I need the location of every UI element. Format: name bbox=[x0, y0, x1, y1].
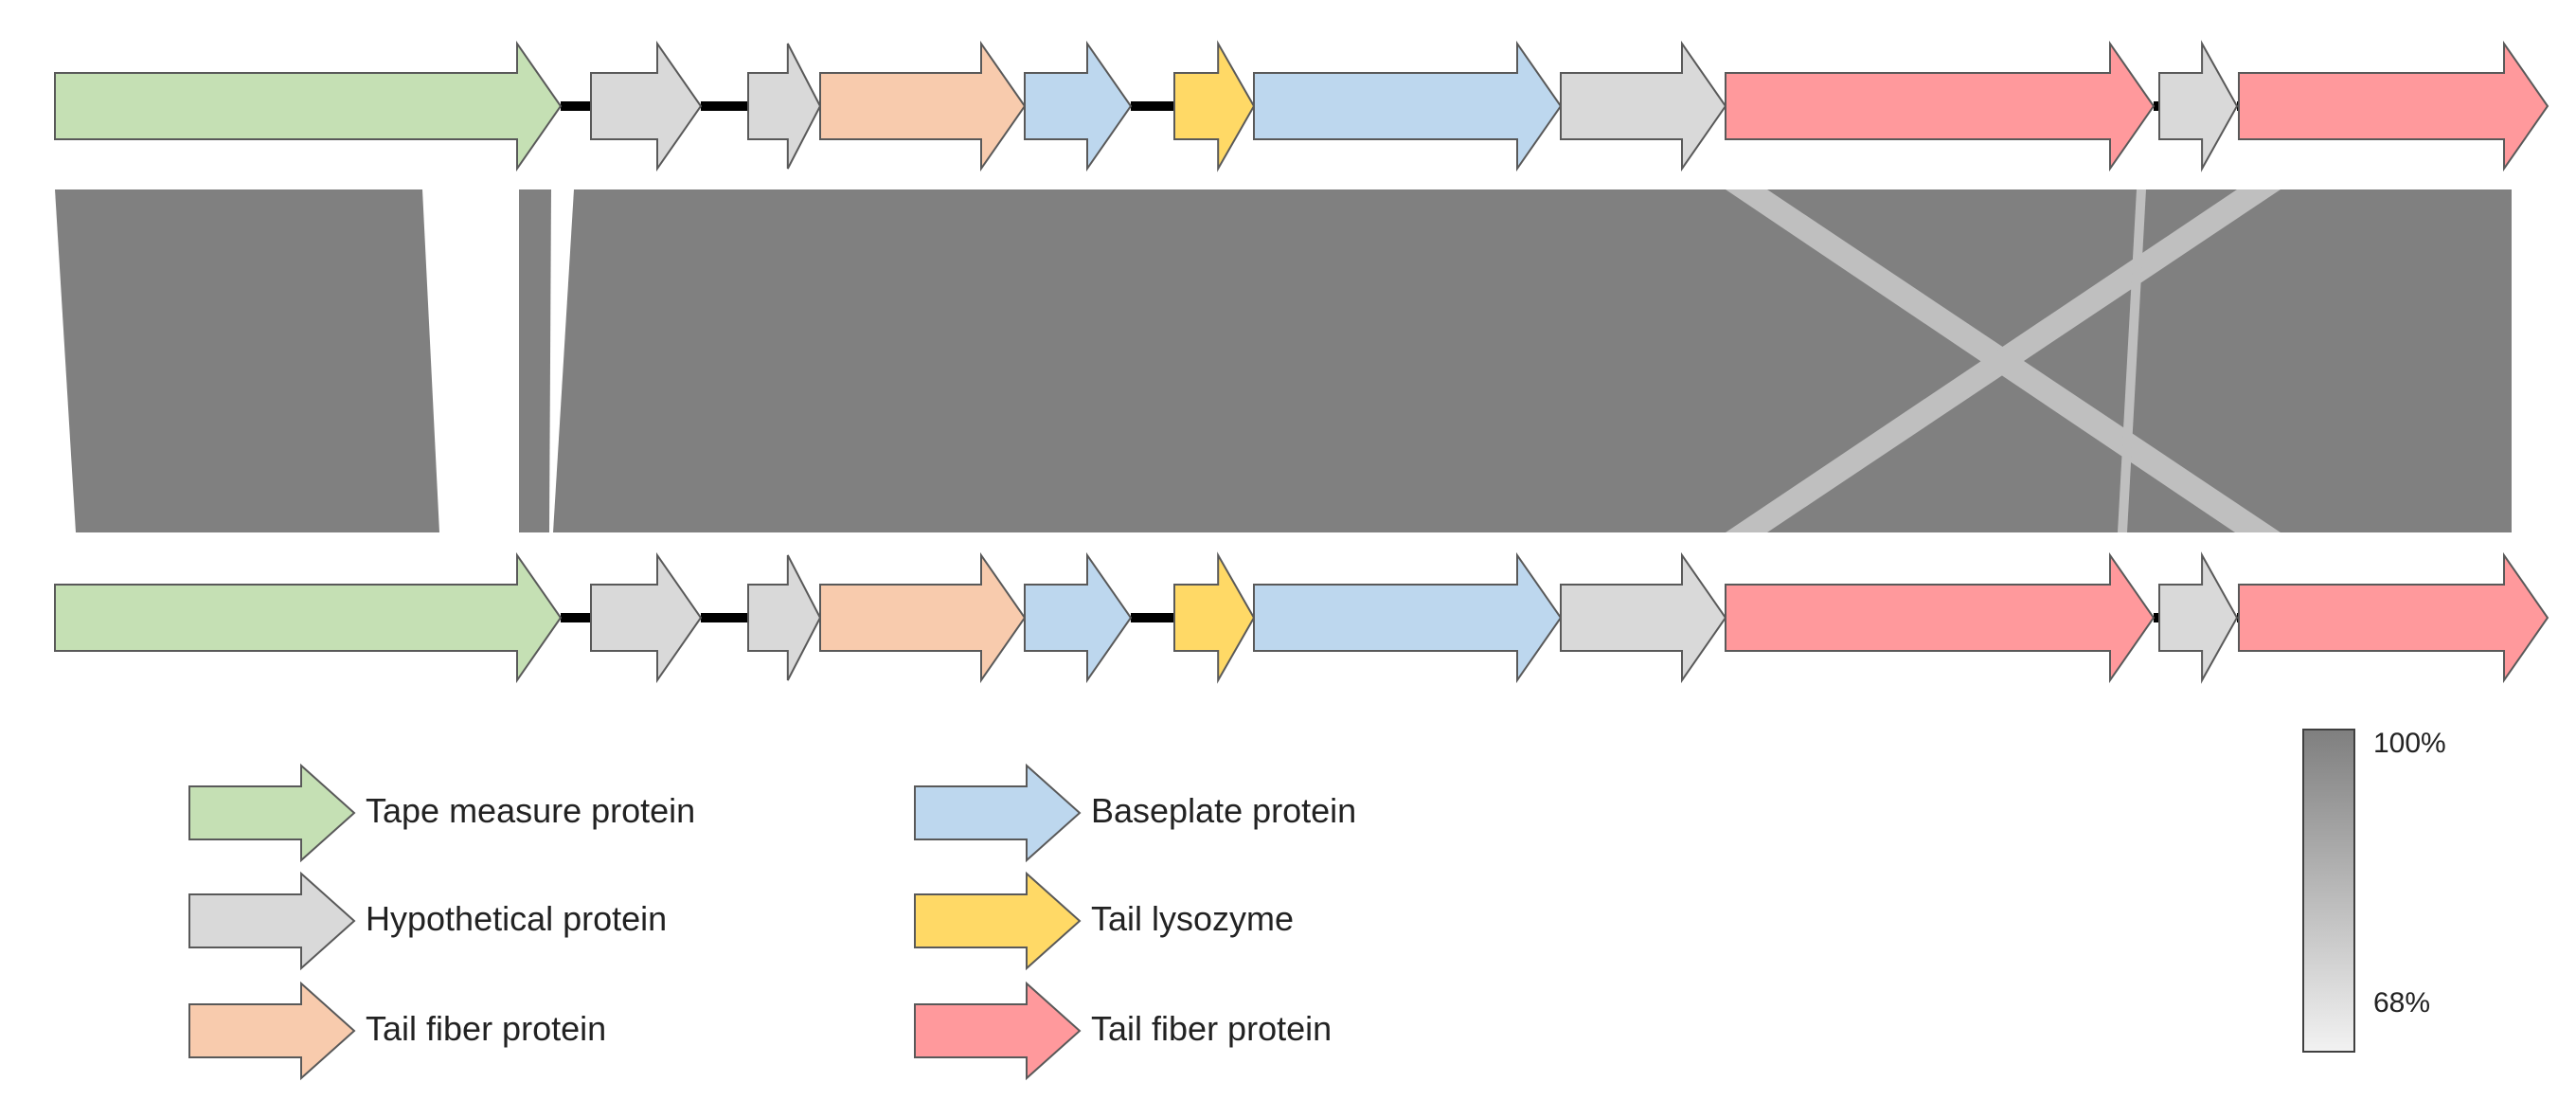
synteny-block-2 bbox=[519, 189, 549, 532]
top-gene-arrow-2 bbox=[590, 40, 703, 172]
top-gene-arrow-4 bbox=[819, 40, 1027, 172]
top-gene-arrow-10 bbox=[2158, 40, 2239, 172]
bottom-gene-arrow-7 bbox=[1253, 551, 1563, 684]
synteny-blocks bbox=[55, 186, 2517, 536]
bottom-gene-arrow-8 bbox=[1560, 551, 1727, 684]
bottom-gene-arrow-3 bbox=[747, 554, 822, 681]
top-gene-arrow-5 bbox=[1024, 40, 1133, 172]
inverted-synteny-band-2 bbox=[1726, 189, 2281, 532]
legend-label-tail-lysozyme: Tail lysozyme bbox=[1091, 899, 1295, 938]
identity-scale-max-label: 100% bbox=[2373, 728, 2446, 759]
bottom-genome-track bbox=[54, 551, 2549, 684]
legend-label-baseplate: Baseplate protein bbox=[1091, 791, 1357, 830]
legend-swatch-tail-fiber-red bbox=[914, 981, 1082, 1081]
identity-scale-bar bbox=[2302, 729, 2355, 1053]
top-gene-arrow-9 bbox=[1725, 40, 2156, 172]
top-gene-arrow-6 bbox=[1173, 40, 1256, 172]
legend-label-tape-measure: Tape measure protein bbox=[366, 791, 696, 830]
top-gene-arrow-11 bbox=[2238, 40, 2549, 172]
identity-scale-min-label: 68% bbox=[2373, 987, 2431, 1019]
legend-label-hypothetical: Hypothetical protein bbox=[366, 899, 668, 938]
legend-label-tail-fiber-red: Tail fiber protein bbox=[1091, 1009, 1333, 1048]
synteny-block-3 bbox=[549, 189, 2512, 532]
legend-label-tail-fiber-orange: Tail fiber protein bbox=[366, 1009, 607, 1048]
synteny-block-1 bbox=[55, 189, 439, 532]
legend bbox=[188, 763, 1082, 1081]
bottom-gene-arrow-4 bbox=[819, 551, 1027, 684]
bottom-gene-arrow-6 bbox=[1173, 551, 1256, 684]
legend-swatch-tail-lysozyme bbox=[914, 871, 1082, 971]
bottom-gene-arrow-11 bbox=[2238, 551, 2549, 684]
legend-swatch-hypothetical bbox=[188, 871, 356, 971]
legend-swatch-tape-measure bbox=[188, 763, 356, 863]
top-genome-track bbox=[54, 40, 2549, 172]
legend-swatch-baseplate bbox=[914, 763, 1082, 863]
bottom-gene-arrow-2 bbox=[590, 551, 703, 684]
inverted-synteny-band-3 bbox=[2118, 189, 2146, 532]
bottom-gene-arrow-9 bbox=[1725, 551, 2156, 684]
top-gene-arrow-7 bbox=[1253, 40, 1563, 172]
bottom-gene-arrow-1 bbox=[54, 551, 563, 684]
legend-swatch-tail-fiber-orange bbox=[188, 981, 356, 1081]
top-gene-arrow-1 bbox=[54, 40, 563, 172]
bottom-gene-arrow-10 bbox=[2158, 551, 2239, 684]
top-gene-arrow-3 bbox=[747, 43, 822, 170]
synteny-gap bbox=[549, 189, 574, 532]
bottom-gene-arrow-5 bbox=[1024, 551, 1133, 684]
top-gene-arrow-8 bbox=[1560, 40, 1727, 172]
